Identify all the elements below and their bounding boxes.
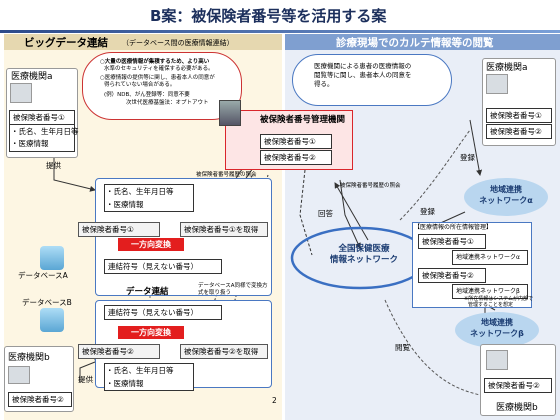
database-b-label: データベースB — [22, 298, 72, 307]
register-label-2: 登録 — [420, 207, 435, 216]
national-line-2: 情報ネットワーク — [329, 255, 398, 265]
history-query-left: 被保険者番号履歴の照会 — [196, 172, 257, 178]
note-bubble-left — [82, 52, 242, 120]
header-divider — [0, 30, 560, 33]
institution-a-left-title: 医療機関a — [11, 72, 53, 82]
one-way-conversion-1: 一方向変換 — [118, 238, 184, 251]
bubble-line-2: 水準のセキュリティを確保する必要がある。 — [104, 66, 214, 72]
register-label-1: 登録 — [460, 153, 475, 162]
data-link-label: データ連結 — [126, 287, 169, 297]
inst-a-field-insurance-no: 被保険者番号① — [9, 110, 75, 125]
net-beta-line-2: ネットワークβ — [470, 329, 524, 338]
right-bubble-line-2: 閲覧等に関し、患者本人の同意を — [314, 71, 412, 79]
left-panel-subtitle: （データベース間の医療情報連結） — [122, 39, 234, 47]
dba-field-name: ・氏名、生年月日等 — [106, 187, 174, 196]
dbb-field-name: ・氏名、生年月日等 — [106, 366, 174, 375]
one-way-conversion-2: 一方向変換 — [118, 326, 184, 339]
net-alpha-line-1: 地域連携 — [490, 185, 522, 194]
answer-right: 回答 — [318, 209, 333, 218]
regional-network-beta: 地域連携 ネットワークβ — [455, 312, 539, 348]
national-network: 全国保健医療 情報ネットワーク — [320, 244, 408, 266]
link-code-2: 連結符号（見えない番号） — [104, 305, 222, 320]
dba-field-medical: ・医療情報 — [106, 200, 144, 209]
view-label: 閲覧 — [395, 343, 410, 352]
hospital-icon — [486, 350, 508, 370]
right-bubble-line-1: 医療機関による患者の医療情報の — [314, 62, 412, 70]
index-row-1b: 地域連携ネットワークα — [452, 250, 528, 265]
dbb-insurance-no: 被保険者番号② — [78, 344, 160, 359]
database-icon-b — [40, 308, 64, 332]
left-panel-titlebar — [4, 34, 282, 50]
inst-a-right-field-2: 被保険者番号② — [486, 124, 552, 139]
header-bar — [0, 0, 560, 32]
bubble-line-6: 次世代医療基盤法：オプトアウト — [126, 100, 209, 106]
database-note: データベースA同様で変換方式を取り扱う — [198, 283, 268, 296]
page-number: 2 — [272, 396, 277, 405]
database-icon-a — [40, 246, 64, 270]
inst-b-field-insurance-no: 被保険者番号② — [8, 392, 72, 407]
dba-field-group — [104, 184, 194, 212]
dba-insurance-no: 被保険者番号① — [78, 222, 160, 237]
hospital-icon — [486, 74, 508, 94]
hospital-icon — [8, 366, 30, 384]
history-query-right: 被保険者番号履歴の照会 — [340, 183, 401, 189]
right-panel-titlebar — [285, 34, 560, 50]
location-index-title: 【医療情報の所在情報管理】 — [414, 224, 493, 231]
net-beta-line-1: 地域連携 — [481, 318, 513, 327]
label-provide-1: 提供 — [46, 161, 61, 170]
inst-a-right-field-1: 被保険者番号① — [486, 108, 552, 123]
net-alpha-line-2: ネットワークα — [479, 196, 533, 205]
inst-a-field-group — [9, 124, 75, 152]
right-panel-title: 診療現場でのカルテ情報等の閲覧 — [336, 37, 494, 49]
note-bubble-right — [292, 54, 452, 106]
index-note-1: ※所在情報はシステムが内部で — [464, 296, 534, 302]
right-bubble-line-3: 得る。 — [314, 80, 334, 88]
index-row-2b: 地域連携ネットワークβ — [452, 284, 528, 299]
mgmt-row-2: 被保険者番号② — [260, 150, 332, 165]
bubble-line-1: ○大量の医療情報が集積するため、より高い — [100, 59, 210, 65]
index-row-2: 被保険者番号② — [418, 268, 486, 283]
dbb-field-medical: ・医療情報 — [106, 379, 144, 388]
regional-network-alpha: 地域連携 ネットワークα — [464, 178, 548, 216]
bubble-line-4: 得られていない場合がある。 — [104, 82, 176, 88]
institution-a-right-title: 医療機関a — [486, 63, 528, 73]
bubble-line-5: (例）NDB、がん登録等：同意不要 — [104, 92, 190, 98]
dbb-get-insurance-no: 被保険者番号②を取得 — [180, 344, 268, 359]
inst-b-right-field: 被保険者番号② — [484, 378, 552, 393]
national-line-1: 全国保健医療 — [338, 244, 390, 254]
page-title: B案：被保険者番号等を活用する案 — [150, 7, 387, 25]
institution-b-left-title: 医療機関b — [8, 353, 50, 363]
mgmt-agency-title: 被保険者番号管理機関 — [260, 115, 346, 125]
mgmt-row-1: 被保険者番号① — [260, 134, 332, 149]
bubble-line-3: ○医療情報の提供等に関し、患者本人の同意が — [100, 75, 215, 81]
label-provide-2: 提供 — [78, 375, 93, 384]
database-a-label: データベースA — [18, 271, 68, 280]
inst-a-field-medical: ・医療情報 — [11, 139, 49, 148]
left-panel-title: ビッグデータ連結 — [24, 37, 108, 49]
index-note-2: 管理することを想定 — [468, 302, 514, 308]
link-code-1: 連結符号（見えない番号） — [104, 259, 222, 274]
dba-get-insurance-no: 被保険者番号①を取得 — [180, 222, 268, 237]
dbb-field-group — [104, 363, 194, 391]
inst-a-field-name: ・氏名、生年月日等 — [11, 127, 79, 136]
building-icon — [219, 100, 241, 126]
hospital-icon — [10, 83, 32, 103]
index-row-1: 被保険者番号① — [418, 234, 486, 249]
institution-b-right-title: 医療機関b — [496, 403, 538, 413]
